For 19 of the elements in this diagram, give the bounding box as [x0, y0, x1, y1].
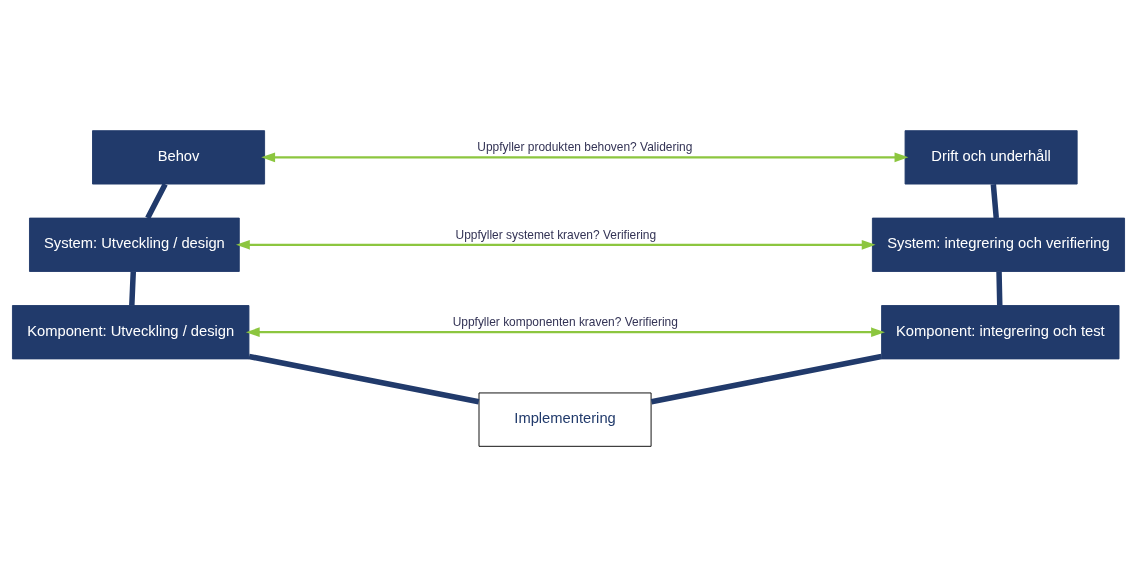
- arrow: [236, 239, 876, 250]
- node-box: System: integrering och verifiering: [871, 217, 1125, 272]
- node-box: Komponent: Utveckling / design: [12, 304, 250, 359]
- node-box: System: Utveckling / design: [29, 217, 240, 272]
- connector: [145, 182, 168, 219]
- node-box: Behov: [92, 129, 266, 184]
- arrow: [261, 152, 909, 162]
- node-box: Komponent: integrering och test: [881, 304, 1120, 359]
- arrow: [245, 326, 885, 337]
- edge-label: Uppfyller komponenten kraven? Verifiering: [452, 314, 678, 329]
- connector: [650, 353, 882, 404]
- node-box: Implementering: [478, 392, 652, 447]
- connector: [996, 271, 1003, 306]
- edge-label: Uppfyller systemet kraven? Verifiering: [455, 227, 657, 242]
- node-box: Drift och underhåll: [904, 129, 1078, 184]
- connector: [990, 183, 999, 218]
- connector: [129, 271, 137, 306]
- connector: [248, 353, 480, 404]
- edge-label: Uppfyller produkten behoven? Validering: [477, 139, 693, 154]
